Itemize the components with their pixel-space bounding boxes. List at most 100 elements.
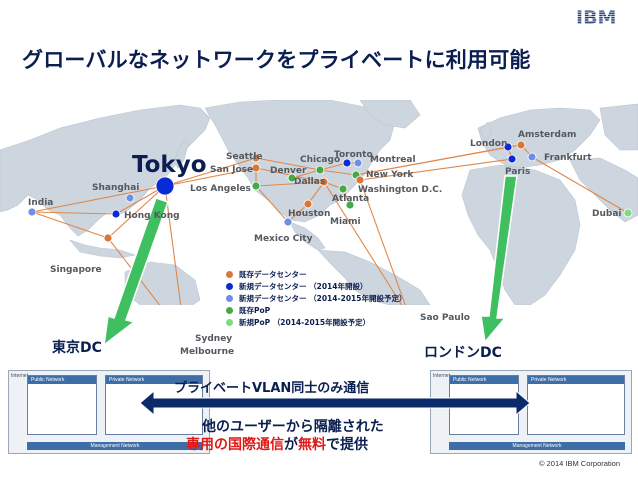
link-frankfurt-dubai bbox=[531, 156, 629, 214]
marker-india bbox=[27, 207, 37, 217]
marker-sanjose bbox=[251, 163, 261, 173]
city-amsterdam: Amsterdam bbox=[518, 130, 577, 140]
marker-frankfurt bbox=[527, 152, 537, 162]
link-dallas-houston bbox=[307, 181, 325, 205]
city-sydney: Sydney bbox=[195, 334, 233, 344]
japan-landmass bbox=[173, 139, 189, 169]
legend-label: 新規データセンター （2014年開設） bbox=[239, 281, 368, 291]
city-melbourne: Melbourne bbox=[180, 347, 235, 357]
map-legend: 既存データセンター 新規データセンター （2014年開設） 新規データセンター … bbox=[226, 268, 406, 328]
logo-text: IBM bbox=[576, 8, 616, 26]
page-title: グローバルなネットワークをプライベートに利用可能 bbox=[22, 48, 531, 72]
link-chicago-newyork bbox=[319, 169, 357, 176]
city-dallas: Dallas bbox=[294, 177, 326, 187]
legend-dot bbox=[226, 282, 233, 290]
legend-label: 既存データセンター bbox=[239, 269, 307, 279]
city-seattle: Seattle bbox=[226, 152, 263, 162]
panel-internet-label: Internet bbox=[11, 373, 28, 379]
legend-dot bbox=[226, 306, 233, 314]
legend-dot bbox=[226, 294, 233, 302]
marker-montreal bbox=[353, 158, 363, 168]
link-newyork-amsterdam bbox=[355, 144, 522, 176]
link-washington-saopaulo bbox=[359, 179, 406, 305]
management-network-bar: Management Network bbox=[449, 442, 625, 450]
public-network-box: Public Network bbox=[27, 375, 97, 435]
link-tokyo-sanjose bbox=[164, 167, 257, 187]
city-dubai: Dubai bbox=[592, 209, 622, 219]
city-sanjose: San Jose bbox=[210, 165, 254, 175]
vlan-double-arrow bbox=[140, 390, 530, 416]
marker-london bbox=[503, 142, 513, 152]
ibm-logo-mark: IBM bbox=[576, 7, 616, 29]
city-atlanta: Atlanta bbox=[332, 194, 370, 204]
europe-landmass bbox=[477, 107, 601, 169]
city-newyork: New York bbox=[366, 170, 414, 180]
isolation-message-line2: 専用の国際通信が無料で提供 bbox=[186, 434, 368, 454]
link-tokyo-seattle bbox=[164, 157, 257, 187]
marker-paris bbox=[507, 154, 517, 164]
se-asia-islands bbox=[69, 239, 137, 259]
marker-seattle bbox=[251, 153, 261, 163]
marker-hongkong bbox=[111, 209, 121, 219]
marker-shanghai bbox=[125, 193, 135, 203]
tokyo-label: Tokyo bbox=[132, 152, 207, 178]
city-chicago: Chicago bbox=[300, 155, 341, 165]
marker-losangeles bbox=[251, 181, 261, 191]
isolation-message-line1: 他のユーザーから隔離された bbox=[202, 419, 384, 435]
panel-internet-label: Internet bbox=[433, 373, 450, 379]
south-america-landmass bbox=[317, 249, 431, 305]
marker-amsterdam bbox=[516, 140, 526, 150]
legend-item-new-pop: 新規PoP （2014-2015年開設予定） bbox=[226, 316, 406, 328]
marker-washington bbox=[355, 175, 365, 185]
city-miami: Miami bbox=[330, 217, 361, 227]
legend-item-existing-dc: 既存データセンター bbox=[226, 268, 406, 280]
double-arrow-shape bbox=[140, 390, 530, 416]
legend-label: 新規PoP （2014-2015年開設予定） bbox=[239, 317, 371, 327]
copyright: © 2014 IBM Corporation bbox=[539, 459, 620, 468]
marker-denver bbox=[287, 173, 297, 183]
link-houston-mexico bbox=[287, 203, 309, 223]
marker-atlanta bbox=[338, 184, 348, 194]
link-mexico-losangeles bbox=[255, 185, 289, 223]
greenland-landmass bbox=[359, 100, 421, 129]
link-singapore-india bbox=[31, 211, 109, 239]
uk-landmass bbox=[479, 121, 493, 143]
link-tokyo-india bbox=[31, 185, 166, 213]
city-denver: Denver bbox=[270, 166, 307, 176]
city-shanghai: Shanghai bbox=[92, 183, 140, 193]
link-losangeles-dallas bbox=[255, 181, 325, 187]
link-dallas-saopaulo bbox=[323, 181, 403, 305]
legend-label: 新規データセンター （2014-2015年開設予定） bbox=[239, 293, 407, 303]
city-houston: Houston bbox=[288, 209, 331, 219]
provided-text: で提供 bbox=[326, 437, 368, 453]
legend-dot bbox=[226, 318, 233, 326]
public-network-label: Public Network bbox=[28, 376, 96, 384]
city-washington: Washington D.C. bbox=[358, 185, 443, 195]
city-montreal: Montreal bbox=[370, 155, 416, 165]
private-network-label: Private Network bbox=[106, 376, 202, 384]
marker-tokyo bbox=[155, 176, 175, 196]
city-london: London bbox=[470, 139, 508, 149]
legend-item-new-dc-2014-2015: 新規データセンター （2014-2015年開設予定） bbox=[226, 292, 406, 304]
city-mexicocity: Mexico City bbox=[254, 234, 313, 244]
legend-label: 既存PoP bbox=[239, 305, 271, 315]
central-america-landmass bbox=[289, 221, 326, 251]
link-washington-paris bbox=[359, 158, 513, 181]
legend-item-new-dc-2014: 新規データセンター （2014年開設） bbox=[226, 280, 406, 292]
city-india: India bbox=[28, 198, 54, 208]
link-denver-chicago bbox=[291, 169, 321, 179]
vlan-message: プライベートVLAN同士のみ通信 bbox=[174, 381, 370, 396]
city-hongkong: Hong Kong bbox=[124, 211, 180, 221]
middle-east-landmass bbox=[569, 157, 638, 223]
london-dc-network-diagram: Internet Public Network Private Network … bbox=[430, 370, 632, 454]
city-paris: Paris bbox=[505, 167, 531, 177]
management-network-bar: Management Network bbox=[27, 442, 203, 450]
marker-chicago bbox=[315, 165, 325, 175]
particle-text: が bbox=[284, 437, 298, 453]
city-saopaulo: Sao Paulo bbox=[420, 313, 470, 323]
free-intl-text: 専用の国際通信 bbox=[186, 437, 284, 453]
link-chicago-toronto bbox=[319, 162, 348, 171]
legend-dot bbox=[226, 270, 233, 278]
city-losangeles: Los Angeles bbox=[190, 184, 251, 194]
